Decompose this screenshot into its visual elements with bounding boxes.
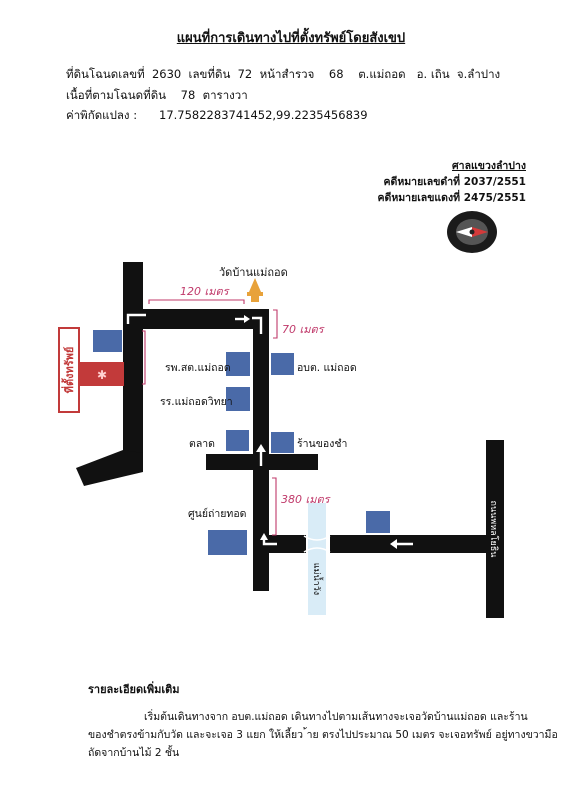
area-info: เนื้อที่ตามโฉนดที่ดิน 78 ตารางวา bbox=[66, 88, 248, 102]
photo-shop-building bbox=[208, 530, 247, 555]
details-title: รายละเอียดเพิ่มเติม bbox=[88, 683, 180, 696]
sao-building bbox=[271, 353, 294, 375]
river-label: แม่น้ำวัง bbox=[311, 562, 321, 596]
property-marker-icon: ✱ bbox=[97, 368, 107, 382]
highway-building bbox=[366, 511, 390, 533]
route-arrows bbox=[126, 313, 413, 549]
market-building bbox=[226, 430, 249, 451]
highway-label: ถนนพหลโยธิน bbox=[488, 500, 498, 558]
court-info: ศาลแขวงลำปาง คดีหมายเลขดำที่ 2037/2551 ค… bbox=[377, 158, 526, 206]
shop-building bbox=[271, 432, 294, 453]
hospital-label: รพ.สต.แม่ถอด bbox=[165, 362, 231, 374]
house-left bbox=[93, 330, 122, 352]
page-title: แผนที่การเดินทางไปที่ตั้งทรัพย์โดยสังเขป bbox=[176, 31, 406, 46]
compass-icon bbox=[447, 211, 497, 253]
distance-mid-label: 380 เมตร bbox=[281, 493, 330, 506]
property-label: ที่ตั้งทรัพย์ bbox=[63, 346, 76, 394]
distance-right-label: 70 เมตร bbox=[282, 323, 324, 336]
red-case-number: คดีหมายเลขแดงที่ 2475/2551 bbox=[377, 192, 526, 204]
roads bbox=[76, 262, 504, 618]
photo-shop-label: ศูนย์ถ่ายทอด bbox=[188, 508, 247, 520]
property-plot bbox=[80, 362, 124, 386]
distance-marks bbox=[142, 299, 278, 536]
coordinates-info: ค่าพิกัดแปลง : 17.7582283741452,99.22354… bbox=[66, 108, 368, 122]
temple-label: วัดบ้านแม่ถอด bbox=[219, 266, 288, 279]
court-name: ศาลแขวงลำปาง bbox=[452, 160, 526, 172]
sao-label: อบต. แม่ถอด bbox=[297, 362, 357, 374]
deed-info: ที่ดินโฉนดเลขที่ 2630 เลขที่ดิน 72 หน้าส… bbox=[66, 67, 501, 81]
details-body: เริ่มต้นเดินทางจาก อบต.แม่ถอด เดินทางไปต… bbox=[88, 711, 558, 759]
temple-icon bbox=[247, 278, 263, 302]
market-label: ตลาด bbox=[189, 438, 215, 450]
distance-top-label: 120 เมตร bbox=[180, 285, 229, 298]
school-label: รร.แม่ถอดวิทยา bbox=[160, 396, 233, 408]
black-case-number: คดีหมายเลขดำที่ 2037/2551 bbox=[383, 176, 526, 188]
shop-label: ร้านของชำ bbox=[297, 438, 348, 450]
